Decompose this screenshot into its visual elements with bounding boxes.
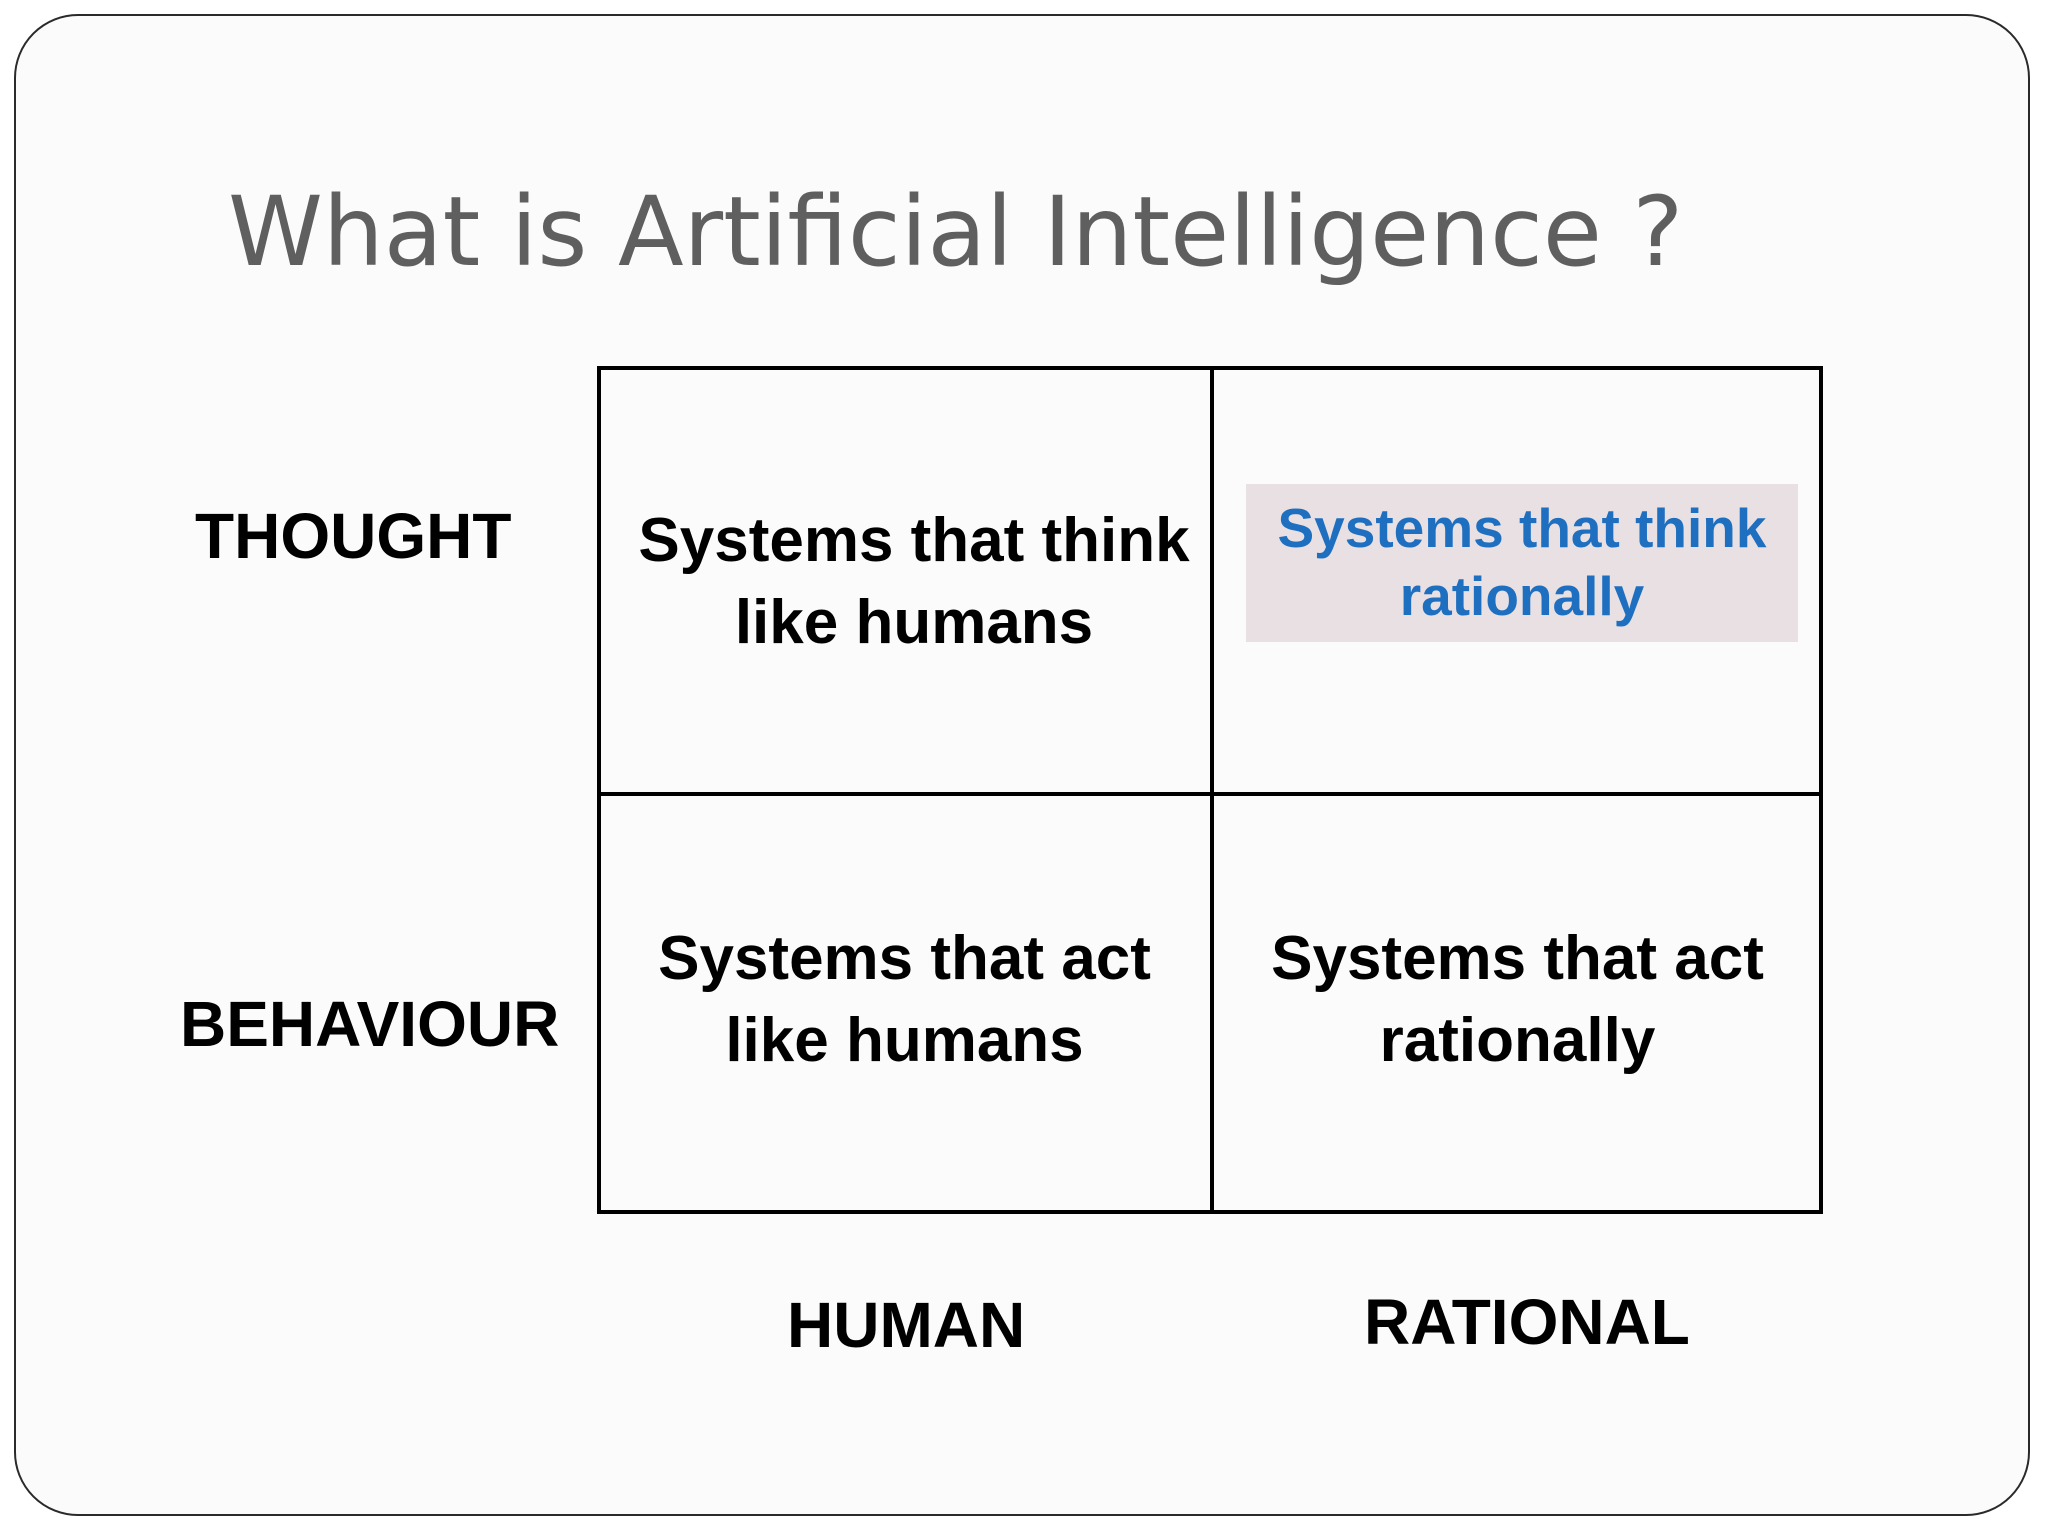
grid-horizontal-divider xyxy=(601,792,1819,796)
ai-definitions-grid: Systems that think like humans Systems t… xyxy=(597,366,1823,1214)
cell-think-humanly-line-1: Systems that think xyxy=(638,506,1190,575)
row-label-thought: THOUGHT xyxy=(195,500,512,572)
cell-act-humanly-line-1: Systems that act xyxy=(658,924,1151,993)
slide-title: What is Artificial Intelligence ? xyxy=(228,176,1684,288)
column-label-rational: RATIONAL xyxy=(1364,1286,1690,1358)
row-label-behaviour: BEHAVIOUR xyxy=(180,988,560,1060)
cell-think-rationally-line-2: rationally xyxy=(1399,565,1645,627)
slide: What is Artificial Intelligence ? xyxy=(14,14,2030,1516)
cell-think-rationally: Systems that think rationally xyxy=(1246,494,1798,630)
cell-act-rationally-line-2: rationally xyxy=(1379,1006,1656,1075)
cell-think-rationally-line-1: Systems that think xyxy=(1277,497,1767,559)
grid-vertical-divider xyxy=(1210,370,1214,1210)
cell-think-rationally-highlight: Systems that think rationally xyxy=(1246,484,1798,642)
cell-think-humanly: Systems that think like humans xyxy=(601,500,1227,664)
cell-act-humanly-line-2: like humans xyxy=(725,1006,1084,1075)
cell-act-rationally: Systems that act rationally xyxy=(1212,918,1823,1082)
cell-act-rationally-line-1: Systems that act xyxy=(1271,924,1764,993)
column-label-human: HUMAN xyxy=(787,1289,1026,1361)
cell-think-humanly-line-2: like humans xyxy=(734,588,1094,657)
cell-act-humanly: Systems that act like humans xyxy=(601,918,1208,1082)
